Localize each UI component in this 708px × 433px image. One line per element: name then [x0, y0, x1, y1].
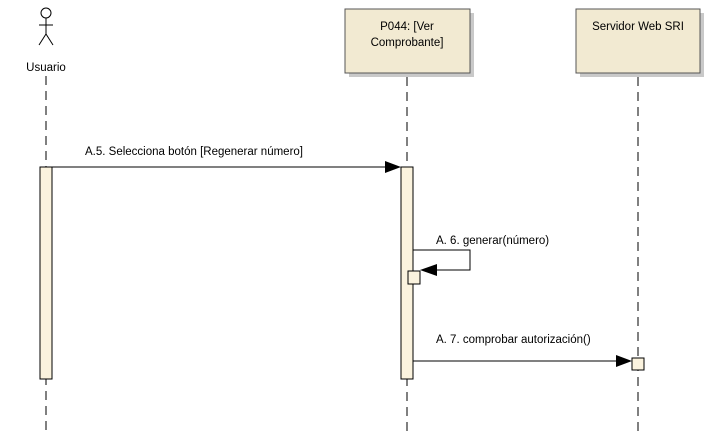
message-a6: A. 6. generar(número) [413, 235, 549, 276]
actor-label: Usuario [26, 62, 66, 74]
lifeline-box-sri: Servidor Web SRI [575, 8, 704, 77]
activation-p044-self [407, 270, 421, 285]
message-a6-label: A. 6. generar(número) [436, 235, 549, 247]
lifeline-box-p044: P044: [Ver Comprobante] [344, 8, 474, 77]
actor-stick-figure-icon [38, 7, 54, 46]
activation-sri [631, 357, 645, 371]
arrowhead-icon [385, 161, 401, 173]
arrowhead-icon [616, 355, 632, 367]
actor-usuario: Usuario [26, 7, 66, 74]
message-a7: A. 7. comprobar autorización() [413, 334, 632, 367]
activation-usuario [39, 166, 53, 380]
message-a7-label: A. 7. comprobar autorización() [436, 334, 591, 346]
lifeline-p044-title-line2: Comprobante] [371, 37, 444, 49]
message-a5-label: A.5. Selecciona botón [Regenerar número] [85, 146, 303, 158]
lifeline-p044-title-line1: P044: [Ver [380, 21, 434, 33]
lifeline-sri-title: Servidor Web SRI [592, 21, 684, 33]
arrowhead-icon [420, 264, 437, 276]
message-a5: A.5. Selecciona botón [Regenerar número] [52, 146, 401, 173]
